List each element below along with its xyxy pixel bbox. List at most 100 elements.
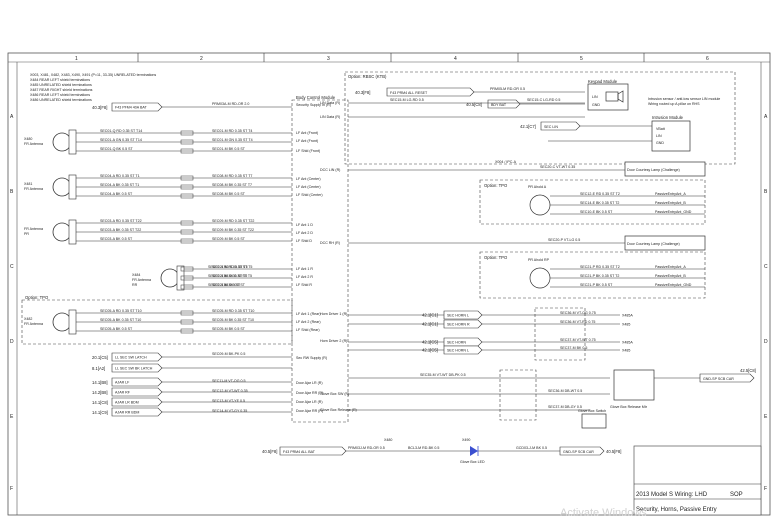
dcc-lamp-label-2: Door Courtesy Lamp (Challenge) — [627, 242, 680, 246]
row-label-a-left: A — [10, 114, 14, 120]
row-label-c-right: C — [764, 264, 768, 270]
tpo1-comp: PR Ahold A — [528, 185, 547, 189]
row-label-a-right: A — [764, 114, 768, 120]
left-flag-ref: 20.1[C5] — [92, 355, 108, 360]
row-label-e-left: E — [10, 414, 14, 420]
horn-flag: X485 — [622, 349, 630, 353]
keypad-pin: LIN — [592, 95, 598, 99]
antenna-label: PR — [24, 232, 29, 236]
bcm-pin: Door Ajar LR (R) — [296, 381, 323, 385]
twisted-pair-mark — [180, 319, 194, 325]
antenna-wire-label-right: SEC09-M RD 0.35 ST T22 — [212, 219, 254, 223]
antenna-connector — [68, 309, 77, 335]
row-label-f-left: F — [10, 486, 13, 492]
horn-flag: X485A — [622, 341, 633, 345]
antenna-connector — [68, 174, 77, 200]
antenna-label: FR Antenna — [24, 142, 43, 146]
bcm-pin: LF Ant 2 R — [296, 275, 313, 279]
intrusion-pin: GND — [656, 141, 664, 145]
tpo-wire-label: SEC21-P BK 0.35 ST T2 — [580, 274, 619, 278]
antenna-wire-label-right: SEC08-M BK 0.5 ST — [212, 192, 246, 196]
bcm-right-pin: LIN Data (R) — [320, 115, 340, 119]
gb-switch-label: Glove Box Switch — [578, 409, 606, 413]
twisted-pair-mark — [180, 184, 194, 190]
tpo2-comp: PR Ahold RP — [528, 258, 550, 262]
sheet-border — [7, 52, 771, 516]
lin-region: Option: RBSC (KTB) 40.3[F8] F43 PRM4 ALL… — [344, 71, 736, 165]
row-label-c-left: C — [10, 264, 14, 270]
keypad-module-label: Keypad Module — [588, 79, 618, 84]
tpo-wire-label: SEC14-E BK 0.35 ST T2 — [580, 201, 619, 205]
twisted-pair-mark — [180, 130, 194, 136]
antenna-icon — [52, 312, 72, 332]
note-line: X486 UNRELATED shield terminations — [30, 98, 92, 102]
left-flag-ref: 8.1[A2] — [92, 366, 105, 371]
antenna-wire-label-right: SEC07-M RD 0.35 ST T5 — [212, 265, 252, 269]
row-label-b-left: B — [10, 189, 14, 195]
col-label-2: 2 — [200, 56, 203, 62]
bcm-pin: Sec RW Supply (R) — [296, 356, 327, 360]
antenna-wire-label: SEC07-A RD 0.35 ST T5 — [208, 265, 248, 269]
left-wire-label: SEC14-M VT-GY 0.35 — [212, 409, 247, 413]
bcm-pin: Security Supply In (R) — [296, 103, 331, 107]
tpo-pin-label: PassiveEntryAnt_GND — [655, 210, 692, 214]
antenna-wire-label: SEC05-A BK 0.35 ST T10 — [100, 318, 141, 322]
antenna-label: FR Antenna — [24, 322, 43, 326]
antenna-wire-label: SEC01-Q BK 0.5 ST — [100, 147, 134, 151]
bcm-pin: LF Ant 2 D — [296, 231, 313, 235]
bcm-right-pin: Glove Box Release (R) — [320, 408, 357, 412]
horn-flag: X485 — [622, 323, 630, 327]
dcc-lamp-label: Door Courtesy Lamp (Challenge) — [627, 168, 680, 172]
left-flag-label: AJAR RF — [115, 391, 131, 395]
option-tpo-label: Option: TPO — [25, 295, 49, 300]
antenna-icon — [52, 177, 72, 197]
bcm-pin: LF Ant 1 (Rear) — [296, 312, 321, 316]
note-line: X486 REAR LEFT shield terminations — [30, 93, 90, 97]
lin-flag2-label: BDY BAT — [491, 103, 507, 107]
left-flag-ref: 14.1[C8] — [92, 400, 108, 405]
row-label-d-right: D — [764, 339, 768, 345]
antenna-wire-label-right: SEC01-M BK 0.5 ST — [212, 147, 246, 151]
antenna-wire-label: SEC04-A BK 0.5 ST — [100, 192, 133, 196]
titleblock-subtitle: Security, Horns, Passive Entry — [636, 507, 717, 513]
left-flag-shape — [111, 377, 163, 387]
bcm-pin: Door Ajar RR (R) — [296, 409, 323, 413]
tpo-pin-label: PassiveEntryAnt_GND — [655, 283, 692, 287]
antenna-wire-label-right: SEC07-M BK 0.35 ST T5 — [212, 274, 252, 278]
antenna-wire-label: SEC01-Q RD 0.35 ST T14 — [100, 129, 142, 133]
bcm-right-pin-labels: LIN Data (R)LIN Data (R)DCC LIN (R)DCC R… — [320, 101, 357, 412]
bcm-right-pin: Horn Driver 2 (R) — [320, 339, 347, 343]
dcc-flag: X004 / IPC-A — [495, 160, 517, 164]
antenna-wire-label: SEC05-A RD 0.35 ST T10 — [100, 309, 142, 313]
left-flag-label: F43 PFM4 40A BAT — [115, 106, 147, 110]
twisted-pair-mark — [180, 310, 194, 316]
bcm-pin: LF Ant (Front) — [296, 131, 318, 135]
antenna-label: FR Antenna — [24, 187, 43, 191]
horn-left-label: SEC HORN L — [447, 314, 469, 318]
lin-flag1-label: F43 PRM4 ALL RESET — [390, 91, 428, 95]
horn-wire-label: SEC36-M VT-OG 0.75 — [560, 311, 596, 315]
twisted-pair-mark — [180, 266, 194, 272]
left-flag-shape — [111, 102, 163, 112]
tpo-wire-label: SEC21-P RD 0.35 ST T2 — [580, 265, 620, 269]
glovebox-region: SEC35-M VT-WT DB-PK 0.5 SEC36-M DB-WT 0.… — [262, 368, 756, 464]
bcm-right-pin: DCC RH (R) — [320, 241, 340, 245]
bcm-right-pin: Glove Box SW (R) — [320, 392, 349, 396]
horn-flag-shape — [443, 310, 483, 320]
antenna-icon — [52, 222, 72, 242]
lamp-x490: X490 — [462, 438, 470, 442]
lamp-label: F43 PRM4 ALL BAT — [283, 450, 316, 454]
left-wire-label: SEC11-M VT-OG 0.5 — [212, 379, 245, 383]
bcm-pin: LF Ant 2 (Rear) — [296, 320, 321, 324]
horn-wire-label: SEC36-M VT-RD 0.75 — [560, 320, 595, 324]
row-label-b-right: B — [764, 189, 768, 195]
twisted-pair-mark — [180, 220, 194, 226]
titleblock-sop: SOP — [730, 492, 743, 498]
left-flag-ref: 14.2[B8] — [92, 390, 108, 395]
